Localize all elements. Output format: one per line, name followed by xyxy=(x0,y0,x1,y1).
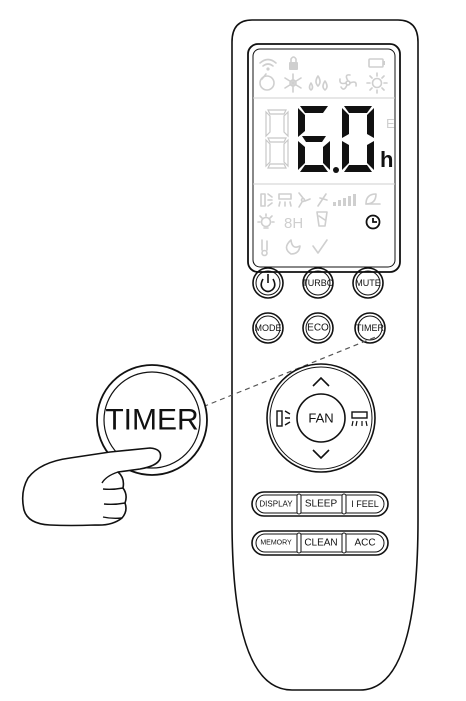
battery-icon xyxy=(368,58,385,68)
mute-label: MUTE xyxy=(355,278,381,288)
pill-row-1 xyxy=(251,491,389,517)
small-e-indicator: E xyxy=(386,116,395,131)
thermometer-icon xyxy=(261,239,268,257)
check-icon xyxy=(312,239,328,254)
callout-line xyxy=(194,335,379,411)
pointing-hand-icon xyxy=(21,447,162,527)
mode-label: MODE xyxy=(255,323,282,333)
memory-button[interactable]: MEMORY xyxy=(260,540,292,547)
moon-icon xyxy=(285,239,301,255)
acc-label: ACC xyxy=(354,538,375,549)
turbo-label: TURBO xyxy=(302,278,334,288)
horizontal-swing-button-icon[interactable] xyxy=(351,411,368,427)
ghost-digit xyxy=(265,109,289,169)
clean-label: CLEAN xyxy=(304,538,337,549)
clean-filter-icon xyxy=(316,211,328,227)
timer-label: TIMER xyxy=(356,323,384,333)
acc-button[interactable]: ACC xyxy=(354,538,375,549)
light-bulb-icon xyxy=(257,213,275,229)
dry-mode-icon xyxy=(308,75,328,91)
plasma-icon xyxy=(317,193,328,207)
clean-button[interactable]: CLEAN xyxy=(304,538,337,549)
clock-icon xyxy=(365,214,381,230)
sleep-label: SLEEP xyxy=(305,499,338,510)
mode-button[interactable]: MODE xyxy=(252,312,284,344)
digit-6 xyxy=(298,106,330,172)
sleep-button[interactable]: SLEEP xyxy=(305,499,338,510)
sun-icon xyxy=(366,72,388,94)
signal-bars-icon xyxy=(333,194,356,206)
eco-label: ECO xyxy=(307,323,329,334)
fan-mode-icon xyxy=(339,74,357,90)
chevron-down-icon[interactable] xyxy=(312,449,330,460)
lock-icon xyxy=(289,56,298,70)
timer-button[interactable]: TIMER xyxy=(354,312,386,344)
pill-row-2 xyxy=(251,530,389,556)
power-icon xyxy=(260,278,276,293)
mute-button[interactable]: MUTE xyxy=(352,267,384,299)
snowflake-icon xyxy=(284,73,302,93)
vertical-swing-icon xyxy=(260,193,273,207)
ifeel-button[interactable]: I FEEL xyxy=(351,499,379,509)
chevron-up-icon[interactable] xyxy=(312,376,330,387)
turbo-button[interactable]: TURBO xyxy=(302,267,334,299)
direction-pad[interactable] xyxy=(266,363,376,473)
fan-button[interactable]: FAN xyxy=(296,393,346,443)
hour-unit: h xyxy=(380,147,393,172)
vertical-swing-button-icon[interactable] xyxy=(276,410,291,427)
auto-mode-icon xyxy=(259,73,275,91)
display-label: DISPLAY xyxy=(259,500,293,509)
eco-button[interactable]: ECO xyxy=(302,312,334,344)
lcd-screen: E h xyxy=(247,43,401,273)
wifi-icon xyxy=(259,58,277,71)
memory-label: MEMORY xyxy=(260,540,292,547)
callout-timer-label: TIMER xyxy=(105,404,198,437)
power-button[interactable] xyxy=(252,267,284,299)
horizontal-swing-icon xyxy=(278,193,292,207)
leaf-icon xyxy=(365,193,381,205)
ifeel-label: I FEEL xyxy=(351,499,379,509)
eight-hour-indicator: 8H xyxy=(284,215,303,232)
timer-callout: TIMER xyxy=(96,364,208,476)
digit-0 xyxy=(342,106,374,172)
fan-label: FAN xyxy=(308,411,333,426)
fan-speed-icon xyxy=(298,192,311,208)
decimal-point xyxy=(333,167,339,173)
display-button[interactable]: DISPLAY xyxy=(259,500,293,509)
